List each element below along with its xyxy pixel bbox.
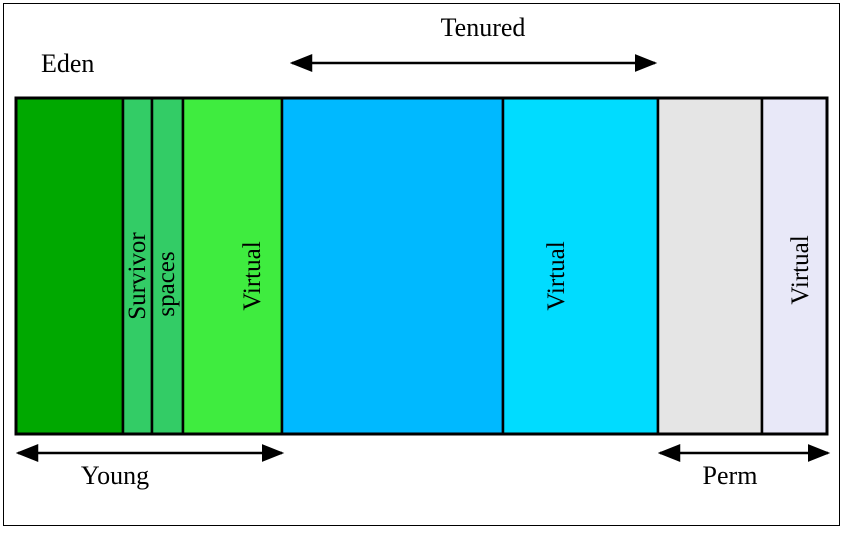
tenured-virtual-segment	[501, 96, 660, 436]
tenured-segment	[280, 96, 505, 436]
young-virtual-label: Virtual	[239, 241, 266, 310]
young-label: Young	[81, 461, 149, 490]
perm-virtual-label: Virtual	[787, 235, 814, 304]
tenured-virtual-label: Virtual	[543, 241, 570, 310]
heap-outline	[14, 96, 829, 436]
perm-segment	[656, 96, 764, 436]
spaces-label: spaces	[153, 251, 180, 316]
tenured-label: Tenured	[441, 13, 526, 42]
eden-segment	[14, 96, 125, 436]
eden-label: Eden	[41, 49, 94, 78]
survivor-label: Survivor	[124, 232, 151, 320]
perm-label: Perm	[703, 461, 758, 490]
young-virtual-segment	[181, 96, 284, 436]
